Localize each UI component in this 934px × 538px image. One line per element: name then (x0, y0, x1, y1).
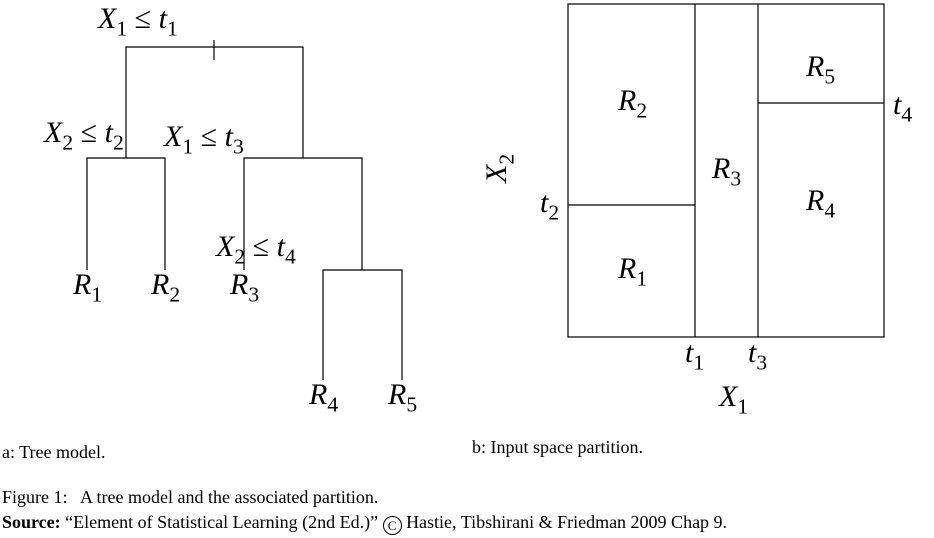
copyright-icon: C (382, 516, 402, 535)
partition-region-r4: R4 (806, 184, 836, 223)
partition-tick-t1: t1 (685, 336, 705, 375)
tree-right-condition: X1 ≤ t3 (164, 120, 244, 159)
tree-edge-right (243, 157, 363, 270)
partition-y-axis-label: X2 (480, 153, 519, 183)
tree-leaf-r2: R2 (151, 268, 181, 307)
tree-edge-deep (322, 269, 403, 380)
source-authors: Hastie, Tibshirani & Friedman 2009 Chap … (406, 512, 728, 532)
tree-leaf-r1: R1 (73, 268, 103, 307)
source-text: “Element of Statistical Learning (2nd Ed… (65, 512, 379, 532)
tree-left-condition: X2 ≤ t2 (44, 116, 124, 155)
source-label: Source: (2, 512, 61, 532)
partition-x-axis-label: X1 (719, 380, 749, 419)
tree-leaf-r5: R5 (388, 378, 418, 417)
tree-leaf-r4: R4 (309, 378, 339, 417)
partition-region-r2: R2 (618, 84, 648, 123)
tree-edge-left (86, 157, 166, 270)
tree-leaf-r3: R3 (230, 268, 260, 307)
partition-tick-t3: t3 (748, 336, 768, 375)
caption-figure: Figure 1: A tree model and the associate… (2, 487, 379, 507)
partition-region-r5: R5 (806, 50, 836, 89)
partition-lines (567, 3, 885, 338)
tree-root-condition: X1 ≤ t1 (98, 2, 178, 41)
caption-tree-model: a: Tree model. (2, 442, 106, 462)
partition-region-r3: R3 (712, 152, 742, 191)
caption-input-partition: b: Input space partition. (472, 437, 643, 457)
caption-source: Source: “Element of Statistical Learning… (2, 512, 727, 535)
partition-box (567, 3, 885, 338)
partition-region-r1: R1 (618, 252, 648, 291)
tree-edges (86, 40, 403, 380)
partition-tick-t2: t2 (540, 186, 560, 225)
tree-deep-condition: X2 ≤ t4 (216, 230, 296, 269)
partition-tick-t4: t4 (893, 88, 913, 127)
